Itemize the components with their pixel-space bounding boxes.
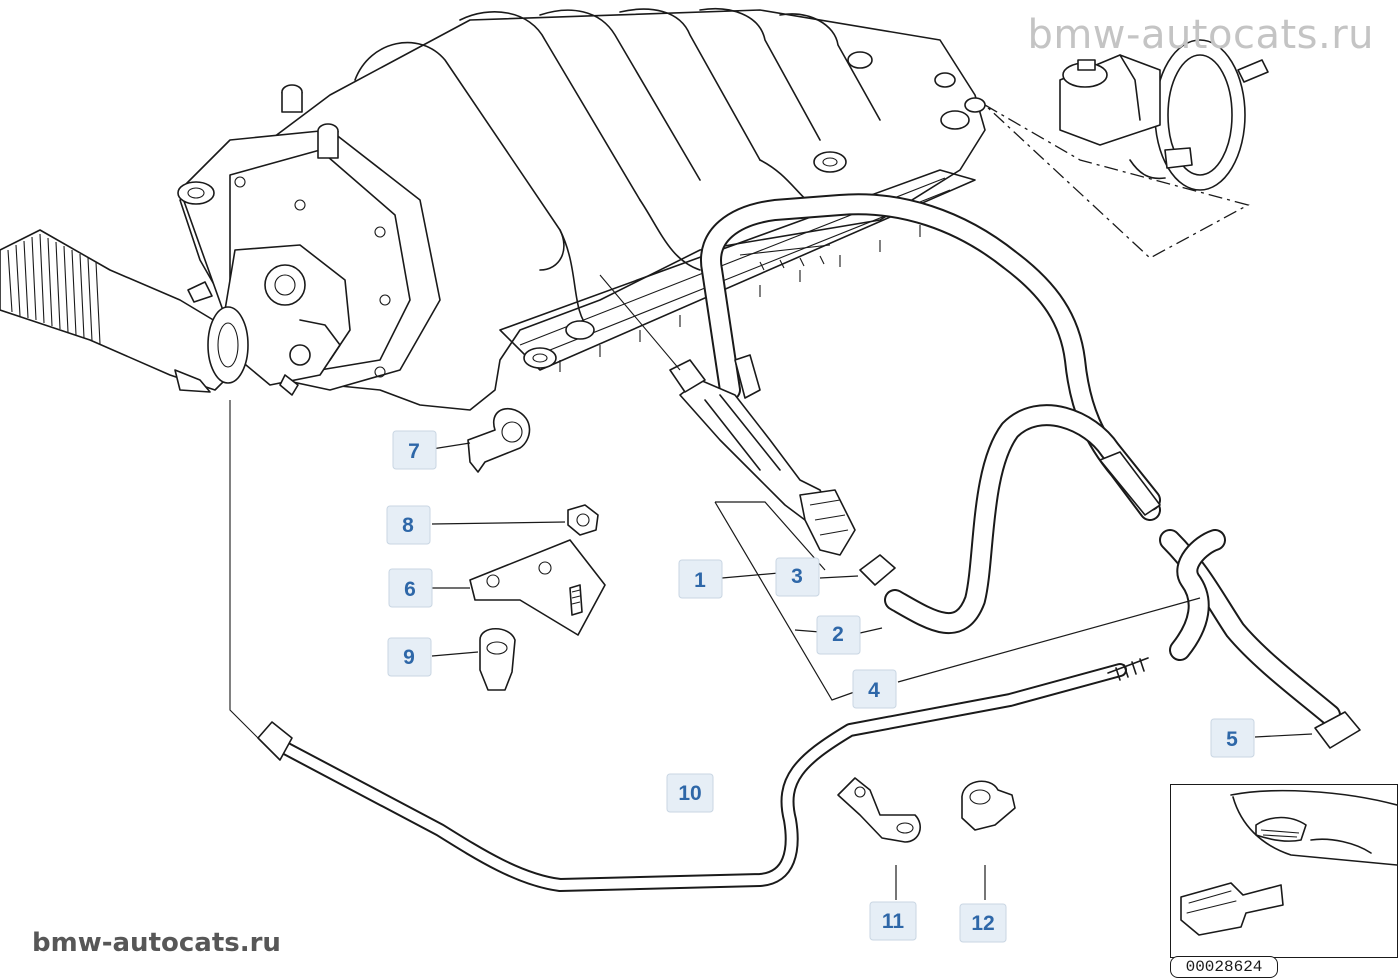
callout-7: 7	[392, 430, 437, 470]
callout-label: 11	[882, 910, 905, 933]
diagram-id-label: 00028624	[1170, 956, 1278, 978]
hose-assembly-drawing	[229, 193, 1361, 892]
callout-label: 6	[404, 578, 416, 601]
callout-5: 5	[1210, 718, 1255, 758]
vehicle-location-inset	[1170, 784, 1398, 958]
callout-12: 12	[959, 903, 1007, 943]
callout-label: 3	[791, 565, 803, 588]
watermark-top: bmw-autocats.ru	[1027, 12, 1374, 58]
callout-4: 4	[852, 669, 897, 709]
callout-10: 10	[666, 773, 714, 813]
callout-label: 5	[1226, 728, 1238, 751]
callout-6: 6	[388, 568, 433, 608]
callout-2: 2	[816, 615, 861, 655]
callout-label: 10	[678, 782, 701, 805]
callout-3: 3	[775, 557, 820, 597]
leader-lines	[431, 442, 1313, 900]
callout-9: 9	[387, 637, 432, 677]
part-11-bracket-drawing	[837, 777, 921, 843]
callout-label: 12	[971, 912, 994, 935]
callout-label: 1	[694, 569, 706, 592]
callout-1: 1	[678, 559, 723, 599]
part-12-clip-drawing	[961, 780, 1016, 831]
part-7-clip-drawing	[467, 408, 531, 473]
watermark-bottom: bmw-autocats.ru	[32, 928, 281, 958]
callout-label: 8	[402, 514, 414, 537]
callout-11: 11	[869, 901, 917, 941]
intake-manifold-drawing	[0, 8, 986, 411]
callout-8: 8	[386, 505, 431, 545]
part-8-nut-drawing	[567, 504, 599, 536]
callout-label: 9	[403, 646, 415, 669]
part-9-clamp-drawing	[479, 627, 516, 691]
callout-label: 2	[832, 623, 844, 646]
callout-label: 7	[408, 440, 420, 463]
part-6-bracket-drawing	[469, 539, 606, 636]
brake-booster-drawing	[984, 39, 1269, 259]
car-front-icon	[1180, 789, 1398, 936]
callout-label: 4	[868, 679, 880, 702]
